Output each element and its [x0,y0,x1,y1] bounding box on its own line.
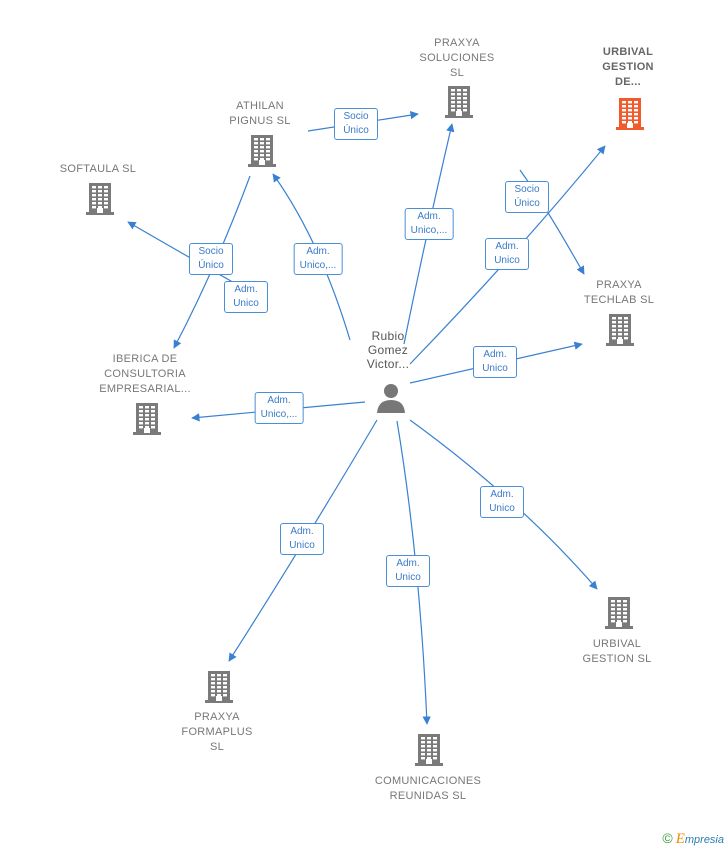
person-icon[interactable] [375,382,407,419]
building-icon-iberica[interactable] [132,401,162,440]
edge-label-8[interactable]: Adm. Unico [473,346,517,378]
company-label-urbival-gestion[interactable]: URBIVAL GESTION SL [582,638,652,665]
brand-initial: E [675,831,685,847]
company-label-iberica[interactable]: IBERICA DE CONSULTORIA EMPRESARIAL... [99,353,191,395]
person-label[interactable]: Rubio Gomez Victor... [366,329,410,371]
building-icon-urbival-gestion-de[interactable] [615,96,645,135]
company-label-softaula[interactable]: SOFTAULA SL [59,163,137,175]
copyright-symbol: © [662,830,673,846]
building-icon-softaula[interactable] [85,181,115,220]
edge-label-6[interactable]: Adm. Unico,... [404,208,454,240]
edge-label-11[interactable]: Adm. Unico [386,555,430,587]
edge-label-10[interactable]: Adm. Unico [280,523,324,555]
brand-name: mpresia [684,834,724,846]
edge-label-3[interactable]: Socio Único [189,243,233,275]
edge-label-12[interactable]: Adm. Unico [480,486,524,518]
company-label-comunicaciones[interactable]: COMUNICACIONES REUNIDAS SL [374,775,482,802]
edge-label-9[interactable]: Adm. Unico,... [254,392,304,424]
company-label-urbival-gestion-de[interactable]: URBIVAL GESTION DE... [602,46,654,88]
company-label-praxya-formaplus[interactable]: PRAXYA FORMAPLUS SL [181,711,253,753]
building-icon-praxya-formaplus[interactable] [204,669,234,708]
building-icon-praxya-techlab[interactable] [605,312,635,351]
footer-brand: ©Empresia [662,830,724,848]
edge-label-5[interactable]: Adm. Unico,... [293,243,343,275]
company-label-praxya-techlab[interactable]: PRAXYA TECHLAB SL [583,279,655,306]
edge-label-7[interactable]: Adm. Unico [485,238,529,270]
building-icon-urbival-gestion[interactable] [604,595,634,634]
company-label-athilan-pignus[interactable]: ATHILAN PIGNUS SL [229,100,291,127]
edge-label-1[interactable]: Socio Único [334,108,378,140]
company-label-praxya-soluciones[interactable]: PRAXYA SOLUCIONES SL [419,37,495,79]
building-icon-comunicaciones[interactable] [414,732,444,771]
building-icon-athilan-pignus[interactable] [247,133,277,172]
edge-label-2[interactable]: Socio Único [505,181,549,213]
building-icon-praxya-soluciones[interactable] [444,84,474,123]
edge-label-4[interactable]: Adm. Unico [224,281,268,313]
